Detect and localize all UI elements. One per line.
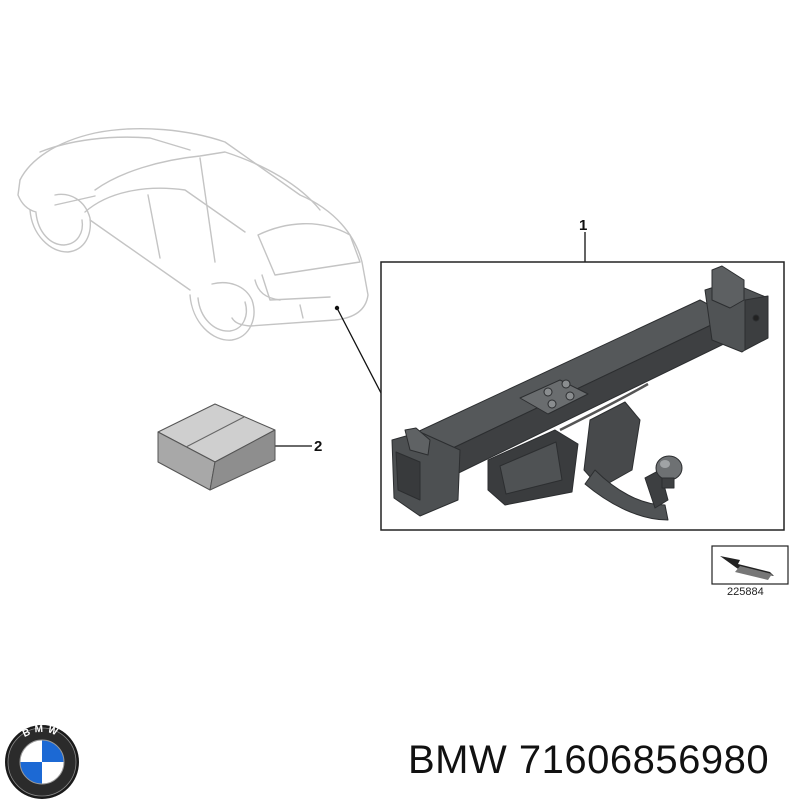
detail-frame [380,261,785,531]
callout-number-1: 1 [579,217,588,234]
part-number: 71606856980 [518,738,770,782]
leader-lines [274,232,586,447]
direction-symbol [711,545,789,585]
vehicle-outline [17,127,369,341]
part-caption: BMW 71606856980 [408,738,769,783]
box-illustration [157,403,276,491]
tow-hitch-illustration [391,265,769,521]
brand-name: BMW [408,738,508,782]
bmw-logo: BMW [5,724,79,799]
callout-number-2: 2 [314,438,323,455]
diagram-number: 225884 [727,586,764,598]
